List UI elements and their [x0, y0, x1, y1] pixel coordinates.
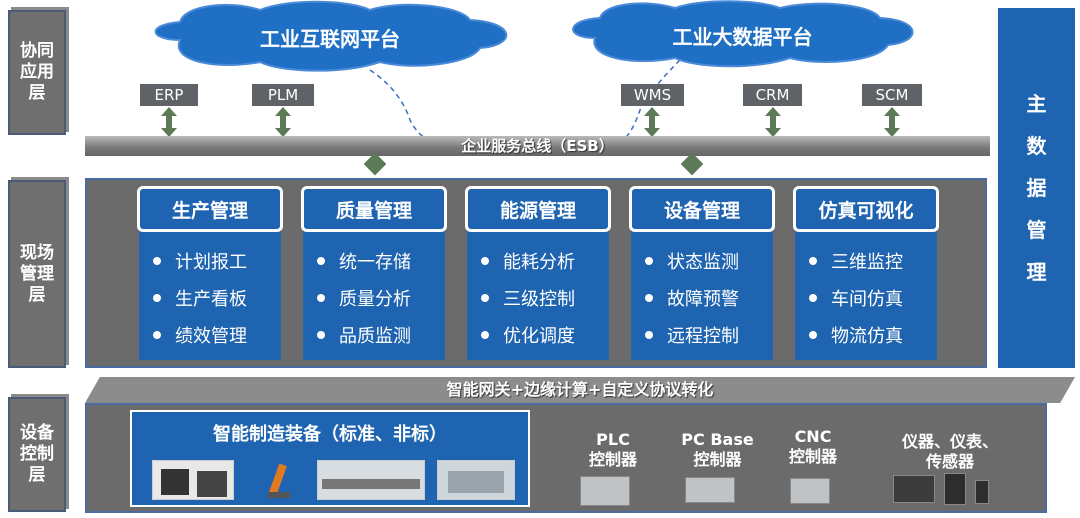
app-plm[interactable]: PLM — [252, 84, 314, 106]
cloud-label: 工业互联网平台 — [260, 27, 400, 51]
smart-gateway-bar: 智能网关+边缘计算+自定义协议转化 — [85, 377, 1075, 403]
app-erp[interactable]: ERP — [140, 84, 198, 106]
sensor-image — [944, 473, 966, 505]
module-title[interactable]: 生产管理 — [137, 186, 283, 232]
module-energy: 能源管理 能耗分析三级控制优化调度 — [465, 186, 611, 360]
cnc-device-image — [790, 478, 830, 504]
module-item: 能耗分析 — [467, 242, 609, 279]
module-title[interactable]: 设备管理 — [629, 186, 775, 232]
workshop-image — [437, 460, 515, 500]
double-arrow-icon — [161, 107, 177, 137]
cloud-industrial-internet: 工业互联网平台 — [140, 0, 520, 75]
smart-equipment-title: 智能制造装备（标准、非标） — [213, 424, 447, 445]
module-item: 三维监控 — [795, 242, 937, 279]
module-item: 质量分析 — [303, 279, 445, 316]
layer-label-field: 现场管理层 — [8, 180, 66, 368]
module-quality: 质量管理 统一存储质量分析品质监测 — [301, 186, 447, 360]
module-item: 远程控制 — [631, 316, 773, 353]
module-item: 生产看板 — [139, 279, 281, 316]
instrument-sensor-label: 仪器、仪表、传感器 — [901, 432, 998, 471]
robot-arm-image — [260, 460, 300, 500]
scanner-image — [975, 480, 989, 504]
master-data-management: 主数据管理 — [998, 8, 1075, 368]
module-title[interactable]: 质量管理 — [301, 186, 447, 232]
module-item: 绩效管理 — [139, 316, 281, 353]
module-item: 车间仿真 — [795, 279, 937, 316]
module-item: 统一存储 — [303, 242, 445, 279]
double-arrow-icon — [884, 107, 900, 137]
camera-image — [152, 460, 234, 500]
app-wms[interactable]: WMS — [621, 84, 684, 106]
module-item: 三级控制 — [467, 279, 609, 316]
pcbase-device-image — [685, 477, 735, 503]
module-item: 状态监测 — [631, 242, 773, 279]
double-arrow-icon — [765, 107, 781, 137]
module-title[interactable]: 能源管理 — [465, 186, 611, 232]
module-simulation: 仿真可视化 三维监控车间仿真物流仿真 — [793, 186, 939, 360]
module-title[interactable]: 仿真可视化 — [793, 186, 939, 232]
cloud-industrial-bigdata: 工业大数据平台 — [560, 0, 925, 70]
instrument-image — [893, 475, 935, 503]
module-item: 故障预警 — [631, 279, 773, 316]
plc-device-image — [580, 476, 630, 506]
module-item: 计划报工 — [139, 242, 281, 279]
layer-label-app: 协同应用层 — [8, 10, 66, 135]
smart-equipment-box: 智能制造装备（标准、非标） — [130, 410, 530, 507]
module-equipment: 设备管理 状态监测故障预警远程控制 — [629, 186, 775, 360]
module-item: 品质监测 — [303, 316, 445, 353]
production-line-image — [317, 460, 425, 500]
double-arrow-icon — [644, 107, 660, 137]
app-scm[interactable]: SCM — [862, 84, 922, 106]
module-item: 优化调度 — [467, 316, 609, 353]
double-arrow-icon — [275, 107, 291, 137]
app-crm[interactable]: CRM — [743, 84, 802, 106]
cloud-label: 工业大数据平台 — [672, 24, 813, 49]
module-item: 物流仿真 — [795, 316, 937, 353]
module-production: 生产管理 计划报工生产看板绩效管理 — [137, 186, 283, 360]
enterprise-service-bus: 企业服务总线（ESB） — [85, 136, 990, 156]
layer-label-device: 设备控制层 — [8, 397, 66, 512]
